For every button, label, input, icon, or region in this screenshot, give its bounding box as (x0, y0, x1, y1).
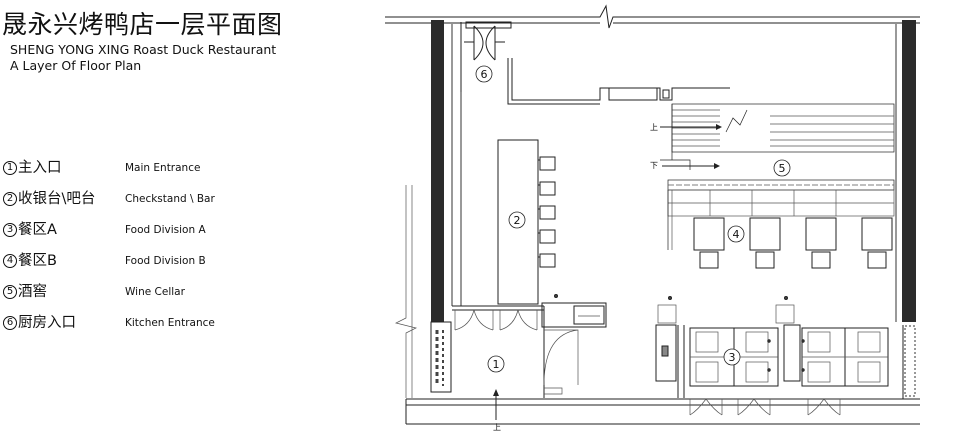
top-boundary (385, 4, 920, 29)
legend-number: 6 (3, 316, 17, 330)
legend-label-en: Food Division B (125, 255, 206, 267)
facade-doors (689, 398, 841, 416)
wine-cellar-counter (667, 179, 895, 250)
svg-text:5: 5 (779, 162, 786, 175)
staircase (660, 103, 895, 170)
legend-label-cn: 主入口 (18, 160, 62, 176)
svg-text:6: 6 (481, 68, 488, 81)
svg-text:2: 2 (514, 214, 521, 227)
stair-arrows: 上 下 (650, 123, 722, 170)
title-chinese: 晟永兴烤鸭店一层平面图 (2, 10, 283, 39)
entrance-arrow: 上 (493, 389, 501, 432)
legend-number: 3 (3, 223, 17, 237)
zone-labels: 1 2 3 4 5 6 (475, 65, 791, 373)
svg-text:1: 1 (493, 358, 500, 371)
legend-label-en: Wine Cellar (125, 286, 185, 298)
legend-number: 2 (3, 192, 17, 206)
legend-label-cn: 收银台\吧台 (18, 191, 96, 207)
dining-area-b (693, 217, 893, 269)
legend-label-en: Kitchen Entrance (125, 317, 215, 329)
legend-number: 1 (3, 161, 17, 175)
legend-label-cn: 酒窖 (18, 284, 47, 300)
legend-number: 4 (3, 254, 17, 268)
left-break-line (394, 185, 418, 398)
legend-label-en: Checkstand \ Bar (125, 193, 215, 205)
entrance-up-label: 上 (493, 423, 501, 432)
svg-text:3: 3 (729, 351, 736, 364)
legend-label-cn: 厨房入口 (18, 315, 76, 331)
bottom-facade (405, 398, 920, 425)
entrance-vestibule (452, 294, 607, 398)
zone-label-1: 1 (487, 355, 505, 373)
kitchen-entrance-area (460, 21, 730, 105)
legend-label-cn: 餐区A (18, 222, 57, 238)
zone-label-5: 5 (773, 159, 791, 177)
zone-label-4: 4 (727, 225, 745, 243)
zone-label-6: 6 (475, 65, 493, 83)
stair-down-label: 下 (650, 161, 658, 170)
legend-label-cn: 餐区B (18, 253, 57, 269)
title-block: 晟永兴烤鸭店一层平面图 SHENG YONG XING Roast Duck R… (2, 10, 283, 74)
legend-number: 5 (3, 285, 17, 299)
zone-label-3: 3 (723, 348, 741, 366)
zone-label-2: 2 (508, 211, 526, 229)
bar-counter (497, 139, 556, 305)
dining-area-a (655, 296, 889, 398)
stair-up-label: 上 (650, 123, 658, 132)
svg-text:4: 4 (733, 228, 740, 241)
legend-label-en: Main Entrance (125, 162, 201, 174)
left-wall (430, 20, 462, 393)
title-subtitle: A Layer Of Floor Plan (10, 58, 142, 73)
title-english: SHENG YONG XING Roast Duck Restaurant (10, 42, 277, 57)
legend-label-en: Food Division A (125, 224, 206, 236)
right-wall (895, 20, 916, 399)
